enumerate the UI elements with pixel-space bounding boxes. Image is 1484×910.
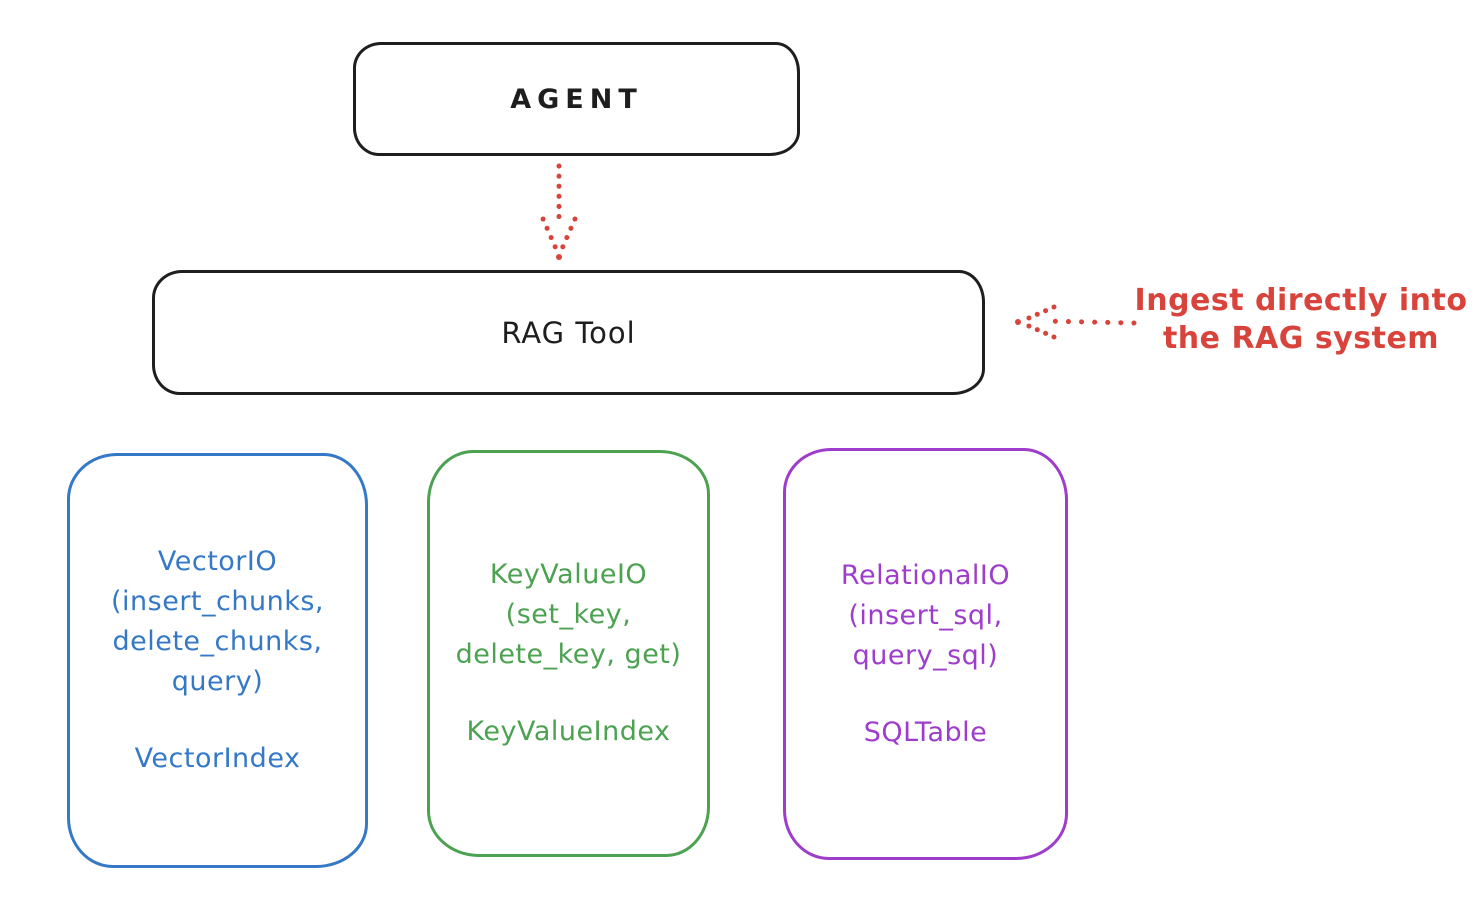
rag-tool-node: RAG Tool <box>152 270 985 395</box>
agent-label: AGENT <box>510 83 643 115</box>
relational-io-methods-line2: query_sql) <box>852 639 999 671</box>
vector-io-methods-line2: delete_chunks, <box>112 626 323 657</box>
vector-io-node: VectorIO (insert_chunks, delete_chunks, … <box>67 453 368 868</box>
agent-to-ragtool-arrow-icon <box>540 163 578 260</box>
keyvalue-index-label: KeyValueIndex <box>466 716 671 747</box>
ingest-annotation-line1: Ingest directly into <box>1134 283 1468 318</box>
relational-io-title: RelationalIO <box>840 559 1011 591</box>
relational-io-node: RelationalIO (insert_sql, query_sql) SQL… <box>783 448 1068 860</box>
vector-io-methods-line1: (insert_chunks, <box>111 586 324 617</box>
keyvalue-io-title: KeyValueIO <box>489 559 648 590</box>
vector-io-methods-line3: query) <box>171 666 264 697</box>
rag-tool-label: RAG Tool <box>501 315 636 350</box>
vector-io-title: VectorIO <box>157 546 278 577</box>
keyvalue-io-methods-line2: delete_key, get) <box>455 639 682 670</box>
sql-table-label: SQLTable <box>863 716 988 748</box>
keyvalue-io-node: KeyValueIO (set_key, delete_key, get) Ke… <box>427 450 710 857</box>
ingest-arrow-icon <box>1015 304 1137 340</box>
vector-index-label: VectorIndex <box>134 743 301 774</box>
ingest-annotation-line2: the RAG system <box>1162 321 1440 356</box>
agent-node: AGENT <box>353 42 800 156</box>
relational-io-methods-line1: (insert_sql, <box>848 599 1003 631</box>
ingest-annotation: Ingest directly into the RAG system <box>1128 282 1474 358</box>
keyvalue-io-methods-line1: (set_key, <box>505 599 632 630</box>
